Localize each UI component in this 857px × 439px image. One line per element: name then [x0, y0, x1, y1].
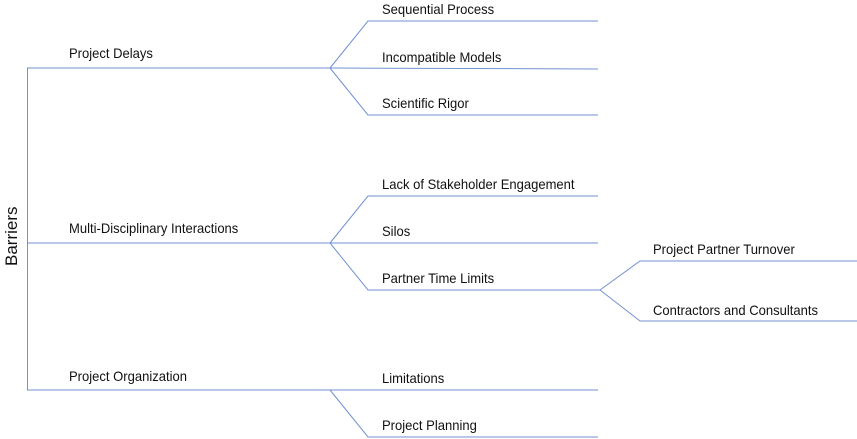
leaf-stakeholder-engagement: Lack of Stakeholder Engagement	[382, 176, 575, 192]
connector-sequential-process	[329, 20, 598, 69]
branch-multi-disciplinary: Multi-Disciplinary Interactions	[69, 220, 239, 236]
connector-stakeholder	[329, 195, 598, 244]
connector-partner-turnover	[599, 260, 857, 291]
connector-scientific-rigor	[329, 67, 598, 116]
leaf-limitations: Limitations	[382, 370, 445, 386]
connector-project-planning	[329, 389, 598, 438]
root-label: Barriers	[2, 206, 21, 266]
branch-project-delays: Project Delays	[69, 45, 153, 61]
leaf-contractors-consultants: Contractors and Consultants	[653, 302, 819, 318]
connector-partner-time	[329, 242, 600, 291]
leaf-silos: Silos	[382, 223, 411, 239]
connector-incompatible-models	[329, 67, 599, 70]
connector-contractors	[599, 289, 857, 322]
leaf-project-partner-turnover: Project Partner Turnover	[653, 241, 795, 257]
leaf-scientific-rigor: Scientific Rigor	[382, 95, 469, 111]
leaf-incompatible-models: Incompatible Models	[382, 49, 502, 65]
branch-project-organization: Project Organization	[69, 368, 187, 384]
leaf-sequential-process: Sequential Process	[382, 1, 495, 17]
leaf-project-planning: Project Planning	[382, 417, 477, 433]
leaf-partner-time-limits: Partner Time Limits	[382, 270, 495, 286]
